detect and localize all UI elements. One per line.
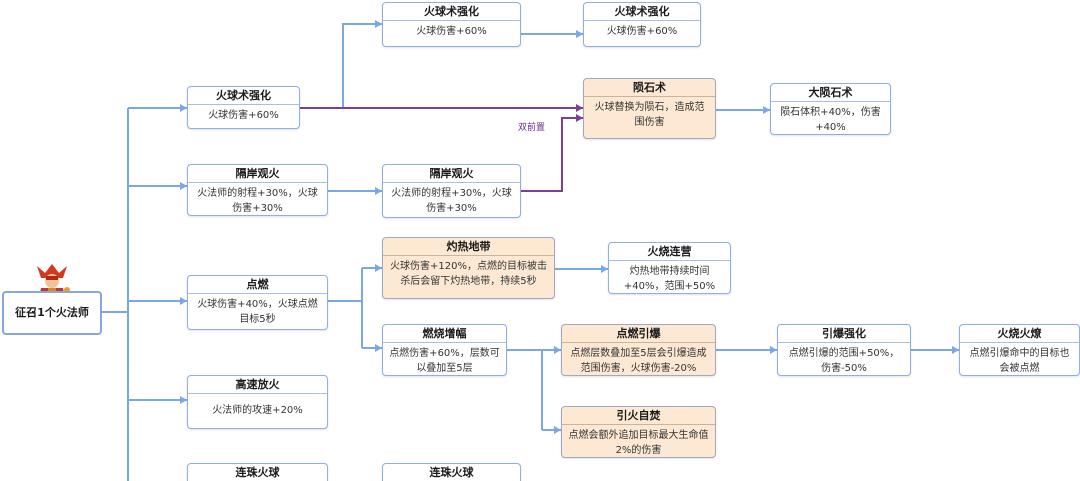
- node-desc: 点燃会额外追加目标最大生命值2%的伤害: [568, 430, 709, 456]
- node-desc: 火球伤害+60%: [606, 26, 678, 37]
- node-desc: 火球伤害+60%: [416, 26, 487, 37]
- node-title: 大陨石术: [771, 84, 890, 102]
- node-desc: 陨石体积+40%，伤害+40%: [780, 107, 881, 133]
- node-desc: 灼热地带持续时间+40%，范围+50%: [623, 266, 716, 292]
- node-title: 隔岸观火: [383, 165, 520, 183]
- skill-node-fireball-boost-2[interactable]: 火球术强化 火球伤害+60%: [382, 2, 521, 47]
- node-desc: 点燃引爆命中的目标也会被点燃: [969, 348, 1070, 374]
- node-title: 高速放火: [188, 376, 327, 394]
- node-title: 火球术强化: [188, 87, 299, 105]
- node-title: 灼热地带: [383, 238, 554, 256]
- root-label: 征召1个火法师: [15, 306, 89, 319]
- node-title: 连珠火球: [235, 466, 280, 479]
- root-node-summon-fire-mage[interactable]: 征召1个火法师: [2, 291, 102, 335]
- node-desc: 火法师的射程+30%，火球伤害+30%: [391, 188, 512, 214]
- skill-node-ignite-detonate[interactable]: 点燃引爆 点燃层数叠加至5层会引爆造成范围伤害，火球伤害-20%: [561, 324, 716, 376]
- skill-node-chain-fireball-1[interactable]: 连珠火球: [187, 463, 328, 481]
- node-title: 陨石术: [584, 79, 715, 97]
- node-title: 引爆强化: [778, 325, 910, 343]
- node-desc: 火球伤害+60%: [208, 110, 279, 121]
- skill-node-scorching-zone[interactable]: 灼热地带 火球伤害+120%，点燃的目标被击杀后会留下灼热地带，持续5秒: [382, 237, 555, 299]
- node-desc: 火法师的射程+30%，火球伤害+30%: [197, 188, 318, 214]
- node-title: 火球术强化: [584, 3, 700, 21]
- skill-node-big-meteor[interactable]: 大陨石术 陨石体积+40%，伤害+40%: [770, 83, 891, 135]
- dual-prerequisite-label: 双前置: [518, 123, 546, 133]
- skill-node-ignite[interactable]: 点燃 火球伤害+40%，火球点燃目标5秒: [187, 275, 328, 330]
- skill-node-detonate-boost[interactable]: 引爆强化 点燃引爆的范围+50%，伤害-50%: [777, 324, 911, 376]
- node-desc: 火球伤害+40%，火球点燃目标5秒: [197, 299, 318, 325]
- node-title: 火球术强化: [383, 3, 520, 21]
- skill-node-burning-camps[interactable]: 火烧连营 灼热地带持续时间+40%，范围+50%: [608, 242, 731, 294]
- node-desc: 点燃引爆的范围+50%，伤害-50%: [788, 348, 900, 374]
- node-title: 点燃: [188, 276, 327, 294]
- skill-node-far-shore-2[interactable]: 隔岸观火 火法师的射程+30%，火球伤害+30%: [382, 164, 521, 218]
- node-title: 燃烧增幅: [383, 325, 506, 343]
- node-title: 连珠火球: [429, 466, 474, 479]
- skill-node-meteor[interactable]: 陨石术 火球替换为陨石，造成范围伤害: [583, 78, 716, 139]
- skill-node-rapid-fire[interactable]: 高速放火 火法师的攻速+20%: [187, 375, 328, 429]
- node-desc: 火法师的攻速+20%: [212, 405, 303, 416]
- node-desc: 火球替换为陨石，造成范围伤害: [594, 102, 705, 128]
- skill-node-far-shore-1[interactable]: 隔岸观火 火法师的射程+30%，火球伤害+30%: [187, 164, 328, 216]
- node-desc: 点燃伤害+60%，层数可以叠加至5层: [389, 348, 500, 374]
- node-title: 点燃引爆: [562, 325, 715, 343]
- skill-node-chain-fireball-2[interactable]: 连珠火球: [382, 463, 521, 481]
- node-title: 火烧连营: [609, 243, 730, 261]
- node-desc: 火球伤害+120%，点燃的目标被击杀后会留下灼热地带，持续5秒: [390, 261, 547, 287]
- node-title: 隔岸观火: [188, 165, 327, 183]
- skill-node-self-immolation[interactable]: 引火自焚 点燃会额外追加目标最大生命值2%的伤害: [561, 406, 716, 458]
- skill-node-fire-spread[interactable]: 火烧火燎 点燃引爆命中的目标也会被点燃: [959, 324, 1080, 376]
- skill-node-fireball-boost-1[interactable]: 火球术强化 火球伤害+60%: [187, 86, 300, 129]
- node-title: 引火自焚: [562, 407, 715, 425]
- node-title: 火烧火燎: [960, 325, 1079, 343]
- skill-node-burn-amplify[interactable]: 燃烧增幅 点燃伤害+60%，层数可以叠加至5层: [382, 324, 507, 376]
- skill-node-fireball-boost-3[interactable]: 火球术强化 火球伤害+60%: [583, 2, 701, 47]
- node-desc: 点燃层数叠加至5层会引爆造成范围伤害，火球伤害-20%: [570, 348, 707, 374]
